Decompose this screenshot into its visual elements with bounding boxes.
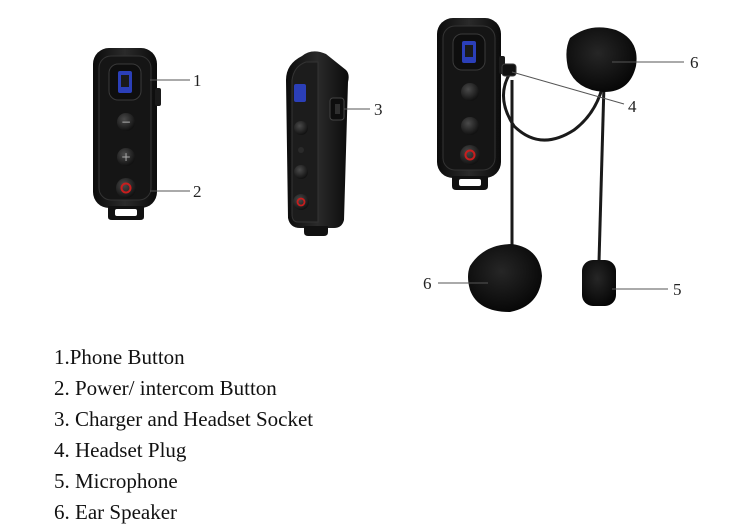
callout-4: 4 <box>511 71 637 116</box>
callout-3-label: 3 <box>374 100 383 119</box>
callout-6-lower-label: 6 <box>423 274 432 293</box>
callout-1: 1 <box>150 71 202 90</box>
callout-6-lower: 6 <box>423 274 488 293</box>
callout-5-label: 5 <box>673 280 682 299</box>
device-front-view: − + <box>93 48 161 220</box>
callout-2-label: 2 <box>193 182 202 201</box>
ear-speaker-lower <box>468 244 542 312</box>
volume-down-button <box>117 113 135 131</box>
headset-plug <box>501 63 517 77</box>
microphone <box>582 260 616 306</box>
legend-item-microphone: 5. Microphone <box>54 469 178 493</box>
legend-item-charger-socket: 3. Charger and Headset Socket <box>54 407 314 431</box>
callout-6-upper: 6 <box>612 53 699 72</box>
svg-text:+: + <box>121 150 131 164</box>
phone-button <box>108 63 142 101</box>
callout-4-label: 4 <box>628 97 637 116</box>
charger-headset-socket <box>329 97 345 121</box>
ear-speaker-upper <box>566 27 637 93</box>
callout-3: 3 <box>344 100 383 119</box>
device-side-view <box>286 51 349 236</box>
svg-text:−: − <box>121 115 131 129</box>
callout-5: 5 <box>612 280 682 299</box>
volume-up-button <box>117 148 135 166</box>
legend-item-power-intercom-button: 2. Power/ intercom Button <box>54 376 277 400</box>
device-with-headset <box>437 18 637 312</box>
callout-6-upper-label: 6 <box>690 53 699 72</box>
legend-item-phone-button: 1.Phone Button <box>54 345 185 369</box>
power-intercom-button <box>116 178 136 198</box>
callout-2: 2 <box>150 182 202 201</box>
legend-item-ear-speaker: 6. Ear Speaker <box>54 500 178 524</box>
parts-legend: 1.Phone Button 2. Power/ intercom Button… <box>54 342 313 528</box>
callout-1-label: 1 <box>193 71 202 90</box>
legend-item-headset-plug: 4. Headset Plug <box>54 438 187 462</box>
